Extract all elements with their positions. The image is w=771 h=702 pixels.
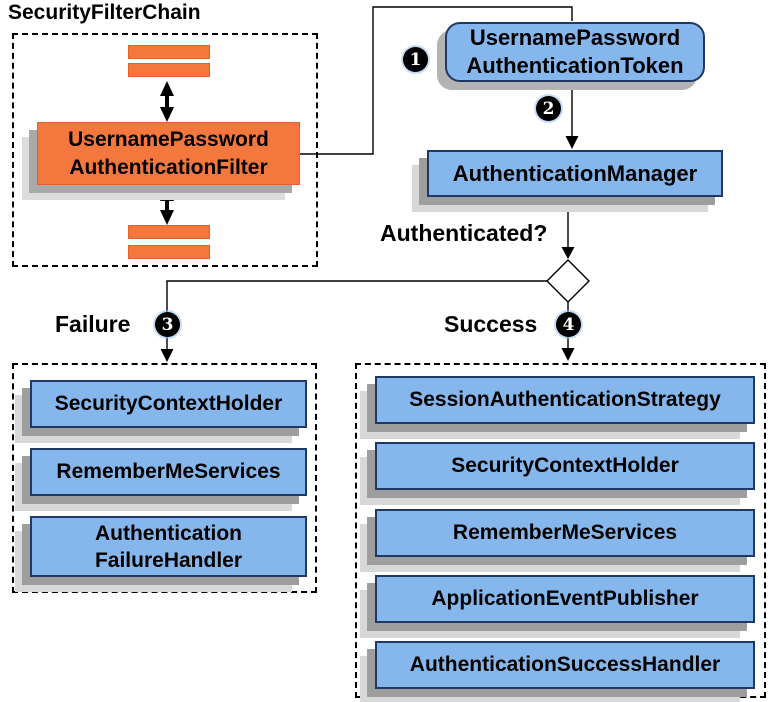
filter-bar-top-1 xyxy=(128,45,210,59)
authentication-failure-handler-box: Authentication FailureHandler xyxy=(30,516,307,577)
failure-security-context-holder-box: SecurityContextHolder xyxy=(30,380,307,428)
session-authentication-strategy-box: SessionAuthenticationStrategy xyxy=(375,376,755,424)
success-label: Success xyxy=(444,311,538,337)
authentication-success-handler-box: AuthenticationSuccessHandler xyxy=(375,641,755,689)
step-3-badge: 3 xyxy=(155,312,180,337)
username-password-authentication-filter-box: UsernamePassword AuthenticationFilter xyxy=(37,122,300,185)
application-event-publisher-box: ApplicationEventPublisher xyxy=(375,575,755,623)
step-1-badge: 1 xyxy=(403,47,428,72)
success-security-context-holder-box: SecurityContextHolder xyxy=(375,442,755,490)
security-filter-chain-title: SecurityFilterChain xyxy=(8,1,201,24)
authentication-manager-box: AuthenticationManager xyxy=(427,150,723,197)
filter-bar-bottom-1 xyxy=(128,225,210,239)
decision-diamond xyxy=(546,259,590,303)
failure-label: Failure xyxy=(55,311,131,337)
step-4-badge: 4 xyxy=(556,312,581,337)
authenticated-question-label: Authenticated? xyxy=(380,220,548,246)
failure-handlers-panel xyxy=(12,363,317,593)
success-handlers-panel xyxy=(355,363,766,698)
username-password-authentication-token-box: UsernamePassword AuthenticationToken xyxy=(445,22,705,82)
step-2-badge: 2 xyxy=(536,96,561,121)
success-remember-me-services-box: RememberMeServices xyxy=(375,509,755,557)
filter-bar-top-2 xyxy=(128,63,210,77)
failure-remember-me-services-box: RememberMeServices xyxy=(30,448,307,496)
filter-bar-bottom-2 xyxy=(128,245,210,259)
